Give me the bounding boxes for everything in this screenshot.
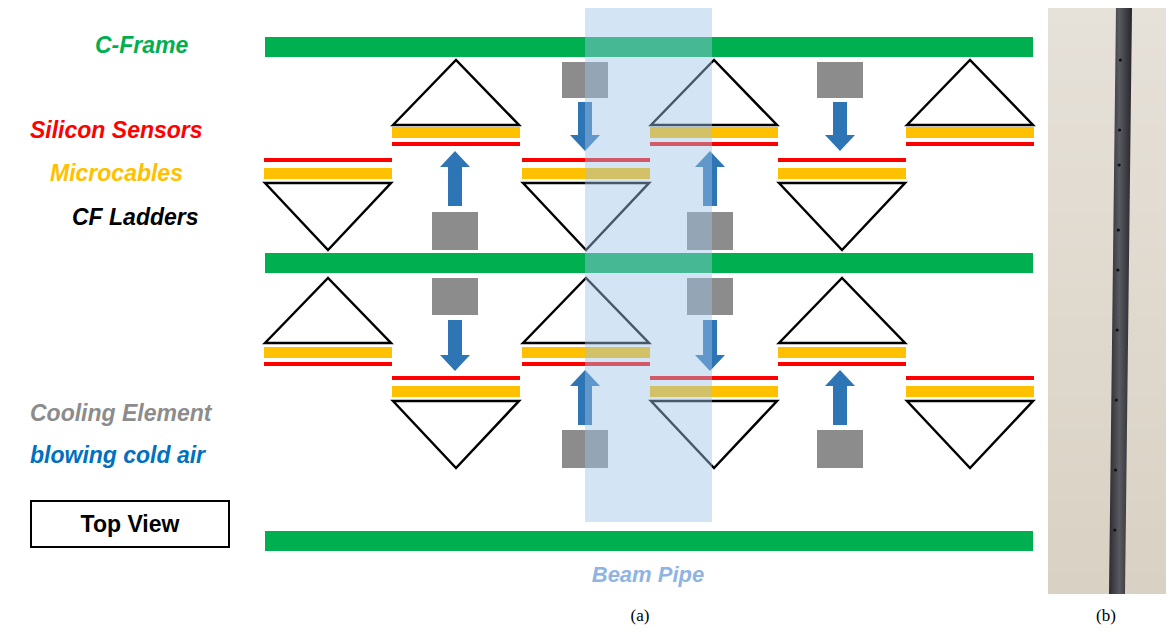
beam-pipe-band: [585, 8, 712, 522]
rod-hole: [1115, 398, 1118, 401]
rod-hole: [1117, 228, 1120, 231]
cooling-element: [432, 278, 478, 315]
silicon-sensor: [778, 362, 906, 366]
cooling-element: [432, 212, 478, 250]
part-label: Beam Pipe: [592, 562, 705, 587]
cf-ladder: [779, 183, 905, 250]
microcable: [264, 168, 392, 179]
rod-hole: [1116, 268, 1119, 271]
cf-ladder: [907, 401, 1033, 468]
part-label: Silicon Sensors: [30, 117, 203, 143]
cooling-element: [817, 62, 863, 98]
microcable: [906, 386, 1034, 397]
air-flow-arrow: [825, 102, 855, 151]
microcable: [778, 168, 906, 179]
panel-caption: (a): [631, 606, 650, 626]
air-flow-arrow: [825, 370, 855, 425]
rod-hole: [1114, 468, 1117, 471]
carbon-fibre-rod: [1109, 8, 1132, 594]
microcable: [392, 127, 520, 138]
microcable: [264, 347, 392, 358]
silicon-sensor: [906, 376, 1034, 380]
microcable: [906, 127, 1034, 138]
silicon-sensor: [264, 362, 392, 366]
view-label: Top View: [81, 511, 180, 538]
microcable: [778, 347, 906, 358]
air-flow-arrow: [440, 320, 470, 371]
microcable: [392, 386, 520, 397]
cf-ladder: [265, 183, 391, 250]
air-flow-arrow: [440, 151, 470, 206]
rod-hole: [1113, 528, 1116, 531]
cf-ladder: [265, 278, 391, 343]
part-label: C-Frame: [95, 32, 188, 58]
rod-hole: [1116, 328, 1119, 331]
silicon-sensor: [264, 158, 392, 162]
rod-hole: [1118, 128, 1121, 131]
silicon-sensor: [392, 376, 520, 380]
part-label: Microcables: [50, 160, 183, 186]
view-label-box: Top View: [30, 500, 230, 548]
cf-ladder: [907, 60, 1033, 125]
part-label: Cooling Element: [30, 400, 211, 426]
cf-ladder: [393, 60, 519, 125]
cooling-element: [817, 430, 863, 468]
silicon-sensor: [778, 158, 906, 162]
silicon-sensor: [906, 142, 1034, 146]
photo-background: [1048, 8, 1166, 594]
part-label: CF Ladders: [72, 204, 199, 230]
silicon-sensor: [392, 142, 520, 146]
part-label: blowing cold air: [30, 442, 205, 468]
cf-ladder: [779, 278, 905, 343]
rod-hole: [1118, 163, 1121, 166]
cf-ladder: [393, 401, 519, 468]
rod-hole: [1119, 58, 1122, 61]
c-frame-bar: [265, 531, 1033, 551]
panel-caption: (b): [1096, 606, 1116, 626]
